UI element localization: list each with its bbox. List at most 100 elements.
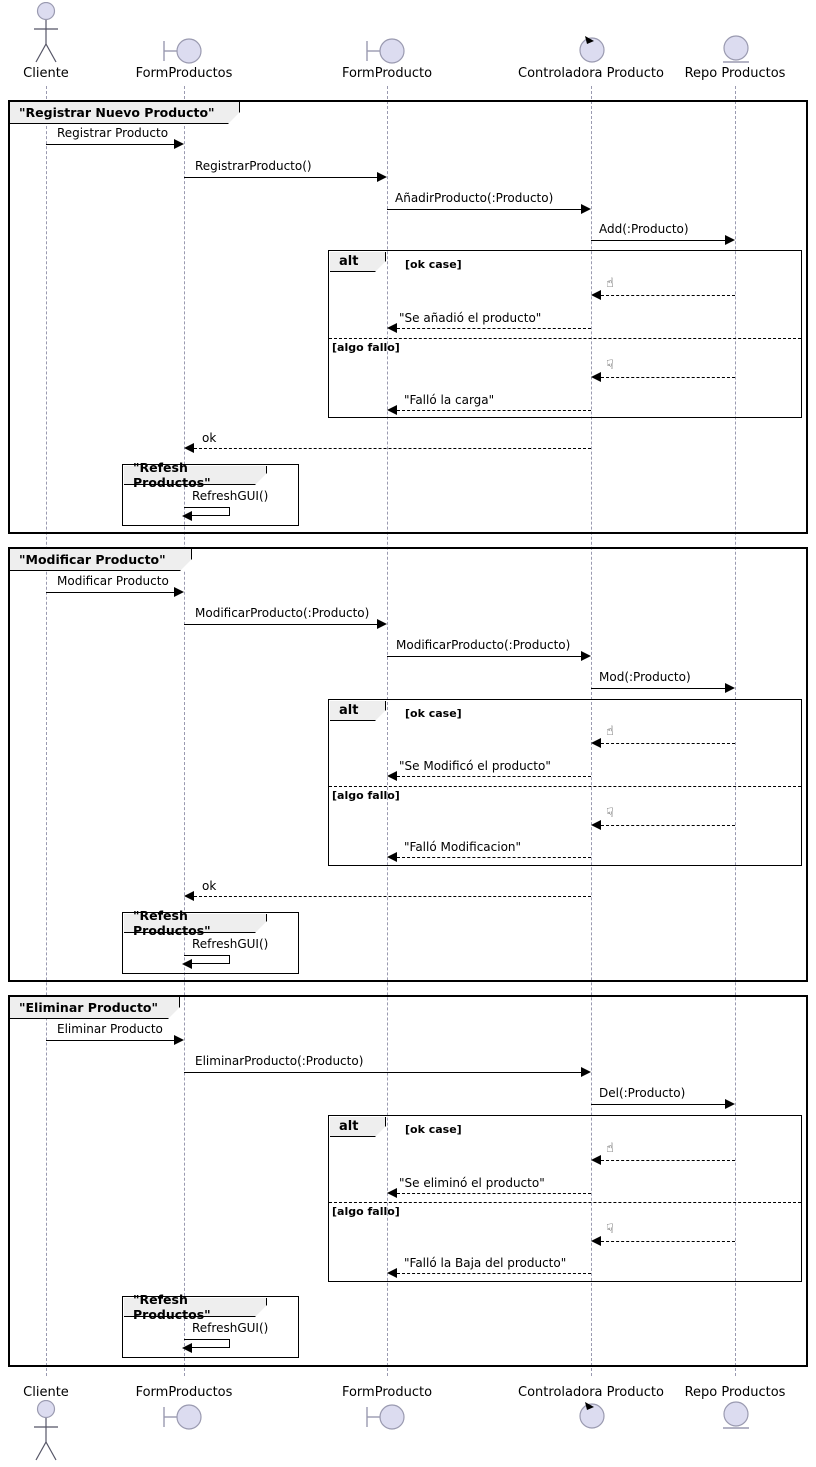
self-call-loop [184, 507, 230, 516]
message-label: "Se añadió el producto" [399, 311, 542, 325]
arrowhead-icon [581, 204, 591, 214]
arrowhead-icon [174, 1035, 184, 1045]
arrowhead-icon [387, 1188, 397, 1198]
message-arrow [591, 1104, 725, 1105]
arrowhead-icon [377, 619, 387, 629]
thumbs-down-icon: ☟ [606, 1222, 614, 1237]
participant-label-formproductos: FormProductos [135, 66, 233, 81]
fragment-refresh-tab: "Refesh Productos" [124, 1292, 267, 1322]
arrowhead-icon [182, 959, 192, 969]
message-label: Del(:Producto) [599, 1086, 686, 1100]
arrowhead-icon [725, 683, 735, 693]
fragment-refresh-label: "Refesh Productos" [133, 460, 211, 490]
entity-icon [719, 1399, 753, 1433]
control-icon [575, 1396, 609, 1432]
alt-operator-tab: alt [330, 1117, 386, 1137]
self-call-loop [184, 955, 230, 964]
message-label: ModificarProducto(:Producto) [396, 638, 571, 652]
message-arrow [387, 209, 581, 210]
fragment-modificar [8, 547, 808, 982]
alt-divider [329, 1202, 801, 1203]
alt-fragment-eliminar [328, 1115, 802, 1282]
message-arrow [46, 1040, 174, 1041]
return-arrow [397, 776, 591, 777]
lifeline-repo [735, 86, 736, 1376]
message-label: ok [202, 431, 217, 445]
return-arrow [397, 1193, 591, 1194]
participant-footer-label-cliente: Cliente [23, 1385, 69, 1400]
return-arrow [601, 743, 735, 744]
thumbs-down-icon: ☟ [606, 806, 614, 821]
arrowhead-icon [591, 1236, 601, 1246]
thumbs-up-icon: ☝ [606, 1141, 614, 1156]
fragment-refresh-eliminar [122, 1296, 299, 1358]
alt-operator-label: alt [339, 254, 359, 269]
arrowhead-icon [387, 405, 397, 415]
arrowhead-icon [591, 290, 601, 300]
lifeline-formproductos [184, 86, 185, 1376]
alt-operator-tab: alt [330, 701, 386, 721]
arrowhead-icon [581, 1067, 591, 1077]
participant-footer-label-formproductos: FormProductos [135, 1385, 233, 1400]
message-label: RegistrarProducto() [195, 159, 312, 173]
arrowhead-icon [591, 738, 601, 748]
alt-divider [329, 338, 801, 339]
participant-footer-label-controladora: Controladora Producto [518, 1385, 664, 1400]
lifeline-controladora [591, 86, 592, 1376]
thumbs-up-icon: ☝ [606, 276, 614, 291]
arrowhead-icon [591, 820, 601, 830]
message-arrow [591, 688, 725, 689]
return-arrow [397, 857, 591, 858]
alt-guard-fail: [algo fallo] [332, 1205, 400, 1218]
return-arrow [601, 1241, 735, 1242]
fragment-refresh-tab: "Refesh Productos" [124, 460, 267, 490]
arrowhead-icon [174, 587, 184, 597]
control-icon [575, 30, 609, 66]
message-arrow [591, 240, 725, 241]
self-call-loop [184, 1339, 230, 1348]
message-arrow [184, 624, 377, 625]
arrowhead-icon [725, 1099, 735, 1109]
arrowhead-icon [581, 651, 591, 661]
alt-fragment-modificar [328, 699, 802, 866]
return-arrow [397, 1273, 591, 1274]
entity-icon [719, 33, 753, 67]
boundary-icon [363, 36, 411, 66]
thumbs-up-icon: ☝ [606, 724, 614, 739]
message-label: Modificar Producto [57, 574, 169, 588]
message-label: EliminarProducto(:Producto) [195, 1054, 364, 1068]
message-arrow [387, 656, 581, 657]
participant-label-formproducto: FormProducto [341, 66, 433, 81]
participant-label-controladora: Controladora Producto [518, 66, 664, 81]
arrowhead-icon [387, 1268, 397, 1278]
arrowhead-icon [591, 372, 601, 382]
message-label: AñadirProducto(:Producto) [395, 191, 554, 205]
arrowhead-icon [184, 891, 194, 901]
message-label: ModificarProducto(:Producto) [195, 606, 370, 620]
arrowhead-icon [182, 511, 192, 521]
message-label: Eliminar Producto [57, 1022, 163, 1036]
participant-footer-label-repo: Repo Productos [684, 1385, 786, 1400]
return-arrow [601, 1160, 735, 1161]
fragment-modificar-label: "Modificar Producto" [19, 552, 166, 567]
message-label: "Se Modificó el producto" [399, 759, 551, 773]
message-arrow [46, 144, 174, 145]
alt-divider [329, 786, 801, 787]
fragment-registrar [8, 100, 808, 534]
lifeline-cliente [46, 86, 47, 1376]
alt-operator-tab: alt [330, 252, 386, 272]
participant-label-cliente: Cliente [23, 66, 69, 81]
boundary-icon [160, 1402, 208, 1432]
lifeline-formproducto [387, 86, 388, 1376]
boundary-icon [363, 1402, 411, 1432]
alt-guard-ok: [ok case] [405, 258, 462, 271]
message-arrow [184, 177, 377, 178]
participant-footer-label-formproducto: FormProducto [341, 1385, 433, 1400]
alt-fragment-registrar [328, 250, 802, 418]
message-label: Mod(:Producto) [599, 670, 691, 684]
return-arrow [601, 377, 735, 378]
arrowhead-icon [387, 771, 397, 781]
fragment-eliminar-tab: "Eliminar Producto" [10, 997, 180, 1019]
arrowhead-icon [184, 443, 194, 453]
